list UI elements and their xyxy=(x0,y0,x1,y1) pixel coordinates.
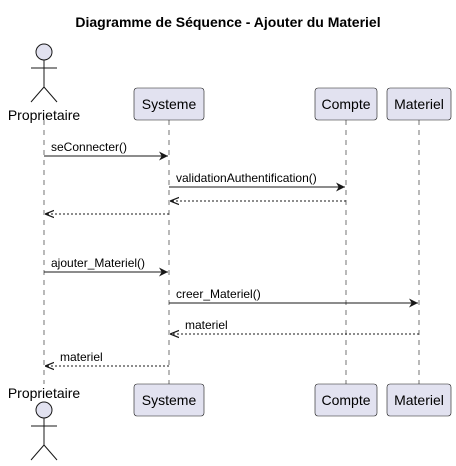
participant-label: Proprietaire xyxy=(8,385,81,401)
participant-box xyxy=(386,87,452,121)
participant-systeme-bottom: Systeme xyxy=(133,383,205,417)
actor-head-icon xyxy=(35,401,53,419)
participant-box xyxy=(386,383,452,417)
message-label: materiel xyxy=(60,350,103,364)
message-7: materiel xyxy=(170,318,419,334)
participant-compte-top: Compte xyxy=(314,87,378,121)
participant-box xyxy=(133,383,205,417)
actor-proprietaire-bottom: Proprietaire xyxy=(8,385,81,461)
participant-systeme-top: Systeme xyxy=(133,87,205,121)
message-label: seConnecter() xyxy=(51,140,127,154)
participant-materiel-top: Materiel xyxy=(386,87,452,121)
participant-label: Proprietaire xyxy=(8,107,81,123)
diagram-title: Diagramme de Séquence - Ajouter du Mater… xyxy=(75,14,380,30)
participant-label: Materiel xyxy=(394,96,444,112)
message-8: materiel xyxy=(45,350,169,366)
participant-box xyxy=(314,383,378,417)
message-label: ajouter_Materiel() xyxy=(51,256,145,270)
message-6: creer_Materiel() xyxy=(169,287,418,308)
message-2: validationAuthentification() xyxy=(169,171,345,192)
participant-label: Materiel xyxy=(394,392,444,408)
message-label: materiel xyxy=(185,318,228,332)
actor-body-icon xyxy=(30,60,58,103)
participant-label: Compte xyxy=(321,96,370,112)
message-5: ajouter_Materiel() xyxy=(44,256,168,277)
messages: seConnecter() validationAuthentification(… xyxy=(44,140,419,366)
participant-label: Systeme xyxy=(142,392,197,408)
actor-proprietaire-top: Proprietaire xyxy=(8,43,81,123)
actor-head-icon xyxy=(35,43,53,61)
participants: ProprietaireProprietaireSystemeSystemeCo… xyxy=(8,43,452,461)
participant-label: Systeme xyxy=(142,96,197,112)
message-label: creer_Materiel() xyxy=(176,287,261,301)
lifelines xyxy=(43,120,420,384)
participant-box xyxy=(133,87,205,121)
message-1: seConnecter() xyxy=(44,140,168,161)
actor-body-icon xyxy=(30,418,58,461)
participant-compte-bottom: Compte xyxy=(314,383,378,417)
message-label: validationAuthentification() xyxy=(176,171,317,185)
participant-materiel-bottom: Materiel xyxy=(386,383,452,417)
participant-box xyxy=(314,87,378,121)
participant-label: Compte xyxy=(321,392,370,408)
